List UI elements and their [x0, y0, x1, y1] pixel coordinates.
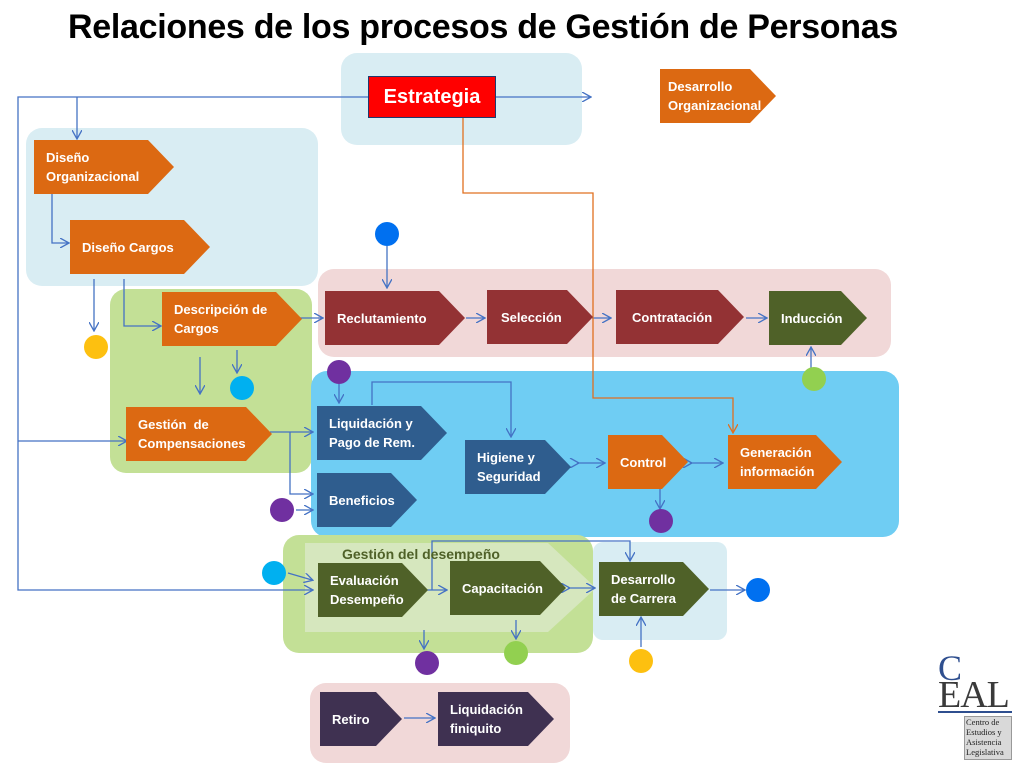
evaluacion-desempeno-label: Evaluación Desempeño — [330, 573, 404, 607]
logo-letters-eal: EAL — [938, 674, 1010, 716]
green-dot-capacitacion — [504, 641, 528, 665]
yellow-dot-diseno — [84, 335, 108, 359]
control-label: Control — [620, 454, 667, 470]
diseno-cargos-label: Diseño Cargos — [82, 239, 174, 255]
blue-dot-carrera — [746, 578, 770, 602]
seleccion-label: Selección — [501, 309, 562, 325]
seleccion-shape: Selección — [487, 290, 593, 344]
gestion-compensaciones-shape: Gestión de Compensaciones — [126, 407, 272, 461]
beneficios-label: Beneficios — [329, 492, 395, 508]
logo-box — [964, 716, 1012, 760]
capacitacion-label: Capacitación — [462, 580, 543, 596]
reclutamiento-label: Reclutamiento — [337, 310, 427, 326]
strategy-label: Estrategia — [383, 85, 481, 108]
descripcion-cargos-shape: Descripción de Cargos — [162, 292, 302, 346]
diseno-organizacional-label: Diseño Organizacional — [46, 150, 140, 184]
diseno-cargos-shape: Diseño Cargos — [70, 220, 210, 274]
induccion-label: Inducción — [781, 310, 843, 326]
desarrollo-organizacional-label: Desarrollo Organizacional — [668, 79, 762, 113]
contratacion-shape: Contratación — [616, 290, 744, 344]
gestion-desempeno-label: Gestión del desempeño — [342, 546, 500, 562]
descripcion-cargos-label: Descripción de Cargos — [174, 302, 268, 336]
yellow-dot-carrera — [629, 649, 653, 673]
liquidacion-finiquito-label: Liquidación finiquito — [450, 702, 523, 736]
desarrollo-carrera-shape: Desarrollo de Carrera — [599, 562, 709, 616]
purple-dot-control — [649, 509, 673, 533]
gestion-compensaciones-label: Gestión de Compensaciones — [138, 417, 246, 451]
contratacion-label: Contratación — [632, 309, 713, 325]
desarrollo-organizacional-shape: Desarrollo Organizacional — [660, 69, 776, 123]
page-title: Relaciones de los procesos de Gestión de… — [68, 8, 898, 46]
desarrollo-carrera-label: Desarrollo de Carrera — [611, 572, 677, 606]
cyan-dot-descripcion — [230, 376, 254, 400]
evaluacion-desempeno-shape: Evaluación Desempeño — [318, 563, 428, 617]
diseno-organizacional-shape: Diseño Organizacional — [34, 140, 174, 194]
purple-dot-beneficios — [270, 498, 294, 522]
purple-dot-liquidacion — [327, 360, 351, 384]
retiro-label: Retiro — [332, 711, 370, 727]
ceal-logo: C EAL Centro de Estudios y Asistencia Le… — [936, 650, 1016, 762]
higiene-seguridad-label: Higiene y Seguridad — [477, 450, 541, 484]
logo-letter-c: C — [938, 648, 963, 688]
higiene-seguridad-shape: Higiene y Seguridad — [465, 440, 571, 494]
capacitacion-shape: Capacitación — [450, 561, 566, 615]
generacion-informacion-label: Generación información — [740, 445, 815, 479]
liquidacion-pago-shape: Liquidación y Pago de Rem. — [317, 406, 447, 460]
generacion-informacion-shape: Generación información — [728, 435, 842, 489]
reclutamiento-shape: Reclutamiento — [325, 291, 465, 345]
purple-dot-evaluacion — [415, 651, 439, 675]
cyan-dot-evaluacion — [262, 561, 286, 585]
strategy-box: Estrategia — [368, 76, 496, 118]
logo-subtitle: Centro de Estudios y Asistencia Legislat… — [966, 717, 1004, 757]
blue-dot-reclutamiento — [375, 222, 399, 246]
liquidacion-finiquito-shape: Liquidación finiquito — [438, 692, 554, 746]
logo-line — [938, 711, 1012, 713]
green-dot-induccion — [802, 367, 826, 391]
liquidacion-pago-label: Liquidación y Pago de Rem. — [329, 416, 415, 450]
